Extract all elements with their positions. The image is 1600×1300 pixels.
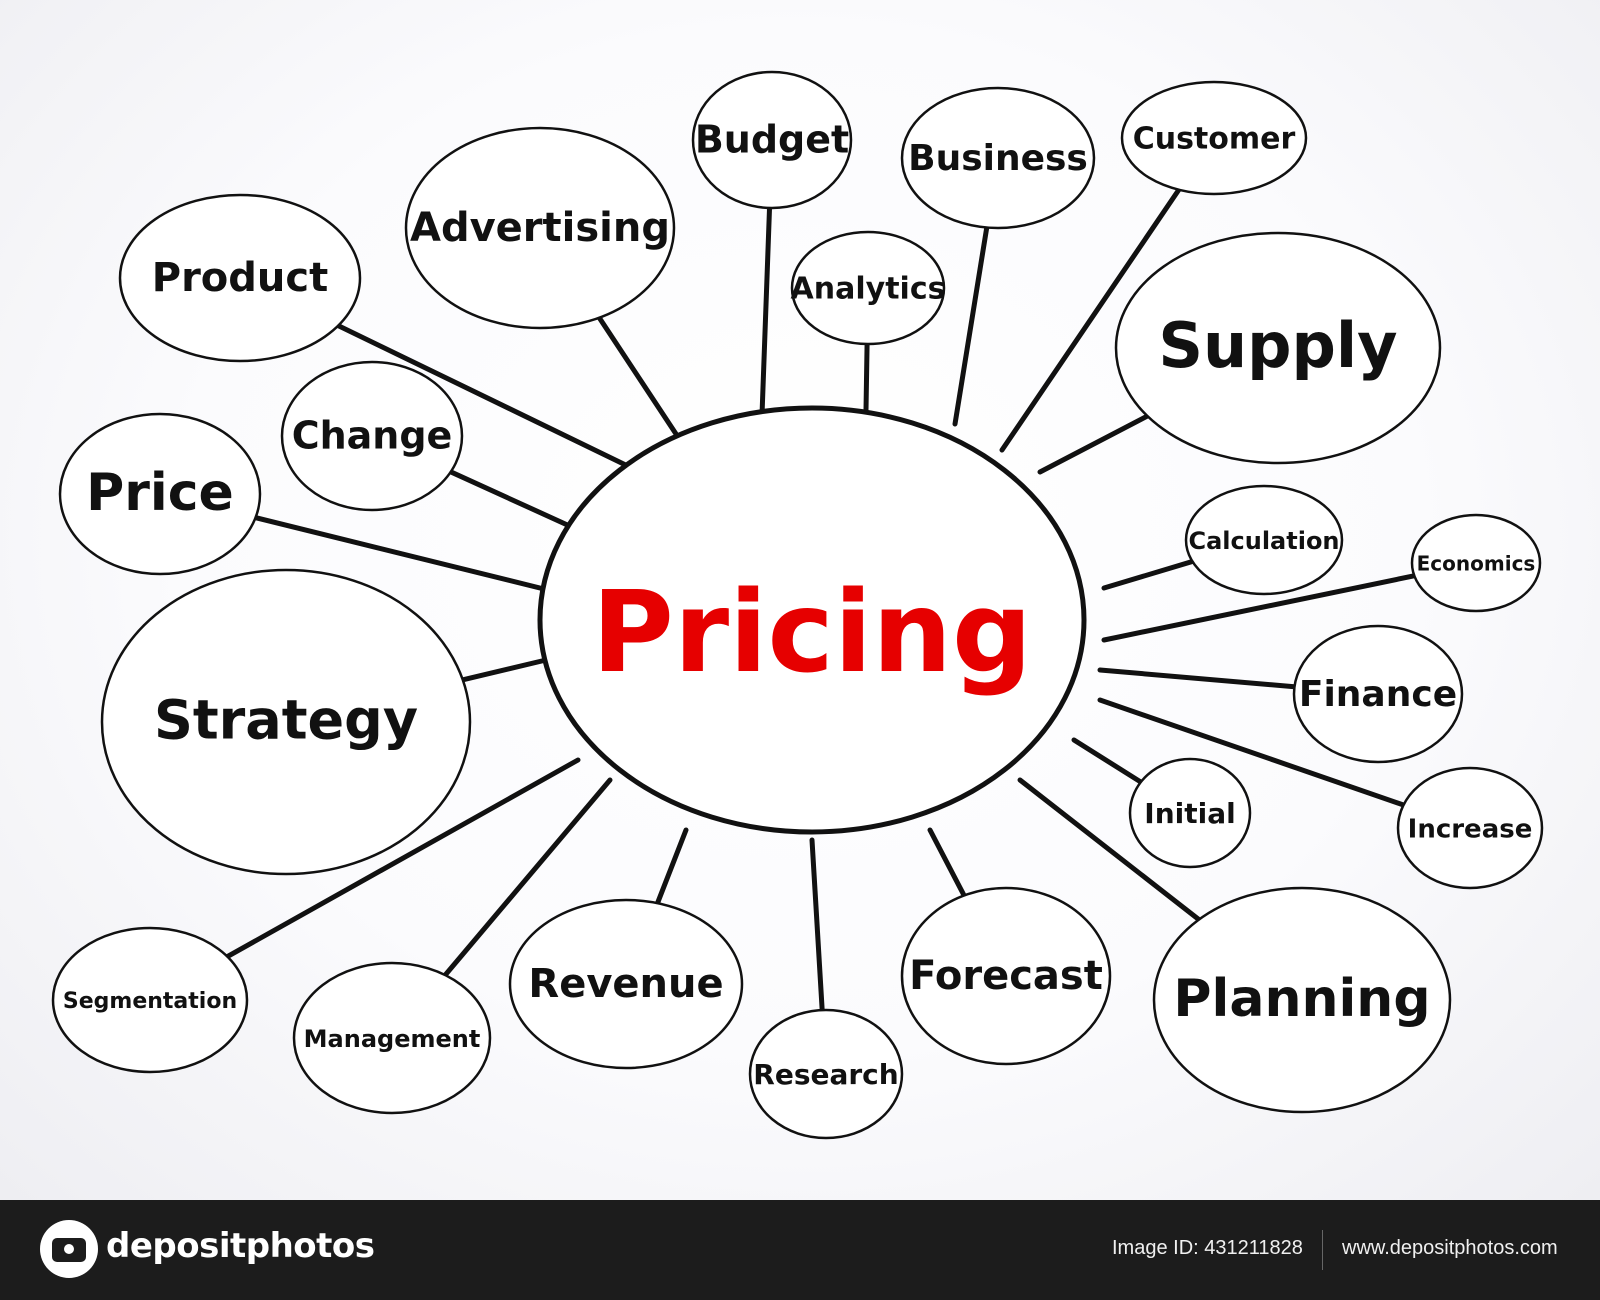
label-price: Price (86, 463, 234, 523)
connector-initial (1071, 737, 1148, 788)
connector-analytics (863, 340, 870, 413)
site-url-link[interactable]: www.depositphotos.com (1342, 1237, 1558, 1259)
bubble-supply (1114, 231, 1442, 465)
connector-revenue (653, 827, 689, 910)
connector-customer (999, 180, 1186, 453)
label-analytics: Analytics (791, 272, 946, 307)
connector-management (436, 777, 613, 985)
label-finance: Finance (1299, 674, 1457, 715)
bubble-calculation (1184, 484, 1344, 596)
connector-forecast (927, 827, 969, 903)
label-revenue: Revenue (528, 961, 723, 1007)
brand-logo-text: depositphotos (106, 1226, 375, 1266)
center-label: Pricing (592, 568, 1032, 698)
bubble-budget (691, 70, 853, 210)
connector-planning (1017, 777, 1218, 935)
label-economics: Economics (1417, 552, 1536, 576)
connector-finance (1097, 667, 1315, 691)
connector-budget (759, 204, 773, 418)
label-change: Change (292, 414, 453, 458)
bubble-change (280, 360, 464, 512)
camera-icon (40, 1220, 98, 1278)
connector-change (435, 463, 577, 531)
label-customer: Customer (1133, 122, 1296, 157)
bubble-revenue (508, 898, 744, 1070)
label-forecast: Forecast (909, 953, 1103, 999)
connector-economics (1101, 570, 1433, 643)
label-initial: Initial (1144, 797, 1235, 830)
connector-research (809, 837, 825, 1014)
bubble-forecast (900, 886, 1112, 1066)
label-budget: Budget (695, 118, 849, 162)
bubble-initial (1128, 757, 1252, 869)
image-id-text: Image ID: 431211828 (1112, 1237, 1303, 1259)
label-supply: Supply (1158, 309, 1397, 382)
label-management: Management (304, 1025, 481, 1053)
connector-segmentation (209, 757, 581, 968)
bubble-customer (1120, 80, 1308, 196)
bubble-price (58, 412, 262, 576)
bubble-economics (1410, 513, 1542, 613)
bubble-increase (1396, 766, 1544, 890)
connector-increase (1097, 697, 1417, 812)
bubble-business (900, 86, 1096, 230)
label-research: Research (753, 1058, 898, 1091)
bubble-strategy (100, 568, 472, 876)
label-advertising: Advertising (410, 205, 670, 251)
bubble-product (118, 193, 362, 363)
label-strategy: Strategy (154, 689, 418, 752)
label-increase: Increase (1408, 815, 1533, 845)
center-bubble (537, 405, 1087, 835)
bubble-planning (1152, 886, 1452, 1114)
label-planning: Planning (1173, 969, 1430, 1029)
bubble-management (292, 961, 492, 1115)
label-calculation: Calculation (1188, 527, 1339, 555)
footer-bar: depositphotos Image ID: 431211828 www.de… (0, 1200, 1600, 1300)
bubble-advertising (404, 126, 676, 330)
connector-product (310, 310, 639, 473)
pricing-mind-map: Budget Business CustomerAdvertisingAnalyti… (51, 70, 1544, 1140)
connector-advertising (591, 307, 683, 443)
label-segmentation: Segmentation (63, 989, 237, 1014)
bubble-analytics (790, 230, 946, 346)
footer-divider (1322, 1230, 1323, 1270)
bubble-finance (1292, 624, 1464, 764)
bubble-segmentation (51, 926, 249, 1074)
bubble-research (748, 1008, 904, 1140)
label-product: Product (152, 255, 328, 301)
connector-price (233, 510, 551, 593)
connector-business (952, 223, 990, 427)
label-business: Business (908, 138, 1088, 179)
